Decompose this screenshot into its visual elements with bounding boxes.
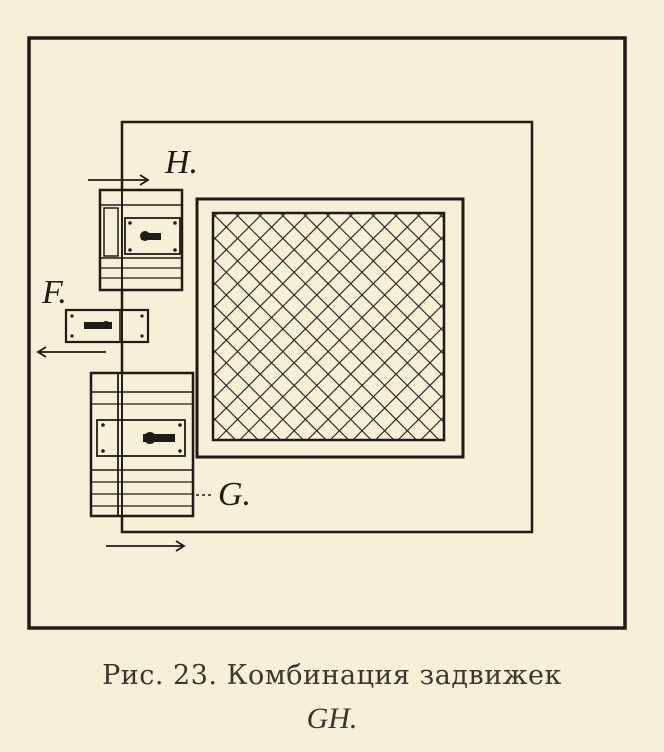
- label-f: F.: [42, 274, 67, 311]
- figure-caption-line2: GH.: [306, 702, 358, 735]
- outer-frame: [27, 36, 627, 630]
- arrow-h-right: [88, 174, 150, 186]
- label-h: H.: [165, 144, 199, 181]
- diagram-figure: [27, 36, 627, 630]
- arrow-f-left: [36, 346, 106, 358]
- bolt-f: [64, 308, 150, 344]
- window-frame: [195, 197, 465, 459]
- bolt-h: [98, 188, 184, 292]
- mesh-grille: [211, 211, 446, 442]
- bolt-g: [89, 371, 195, 518]
- figure-caption: Рис. 23. Комбинация задвижек: [102, 660, 562, 691]
- label-g: G.: [218, 476, 252, 513]
- arrow-g-right: [106, 540, 186, 552]
